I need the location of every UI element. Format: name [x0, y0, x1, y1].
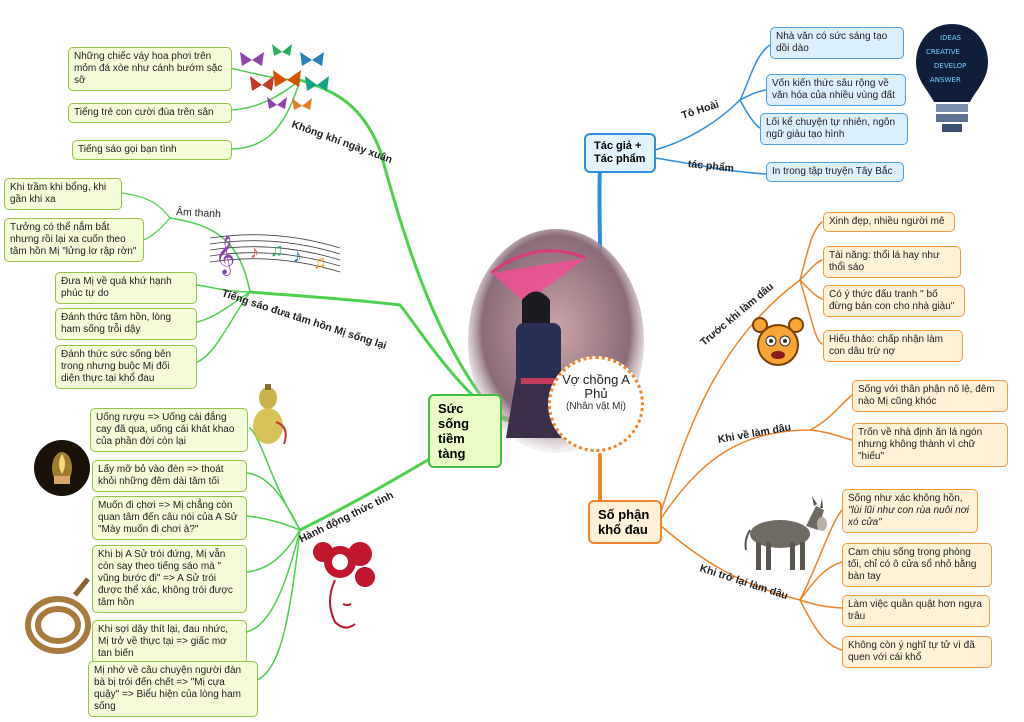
- svg-text:♪: ♪: [293, 246, 302, 266]
- node-th2[interactable]: Vốn kiến thức sâu rộng về văn hóa của nh…: [766, 74, 906, 106]
- node-kt3[interactable]: Làm việc quần quật hơn ngựa trâu: [842, 595, 990, 627]
- node-at2[interactable]: Tưởng có thể nắm bắt nhưng rồi lại xa cu…: [4, 218, 144, 262]
- node-hd4[interactable]: Khi bị A Sử trói đứng, Mị vẫn còn say th…: [92, 545, 247, 613]
- butterflies-icon: [240, 44, 329, 110]
- node-hd5[interactable]: Khi sợi dây thít lại, đau nhức, Mị trở v…: [92, 620, 247, 664]
- main-topic-tac-gia[interactable]: Tác giả + Tác phẩm: [584, 133, 656, 173]
- svg-text:♫: ♫: [270, 240, 284, 260]
- music-notes-icon: 𝄞 ♪ ♫ ♪ ♫: [209, 234, 341, 276]
- node-hd6[interactable]: Mị nhớ về câu chuyện người đàn bà bị tró…: [88, 661, 258, 717]
- node-tr3[interactable]: Có ý thức đấu tranh " bố đừng bán con ch…: [823, 285, 965, 317]
- node-th3[interactable]: Lối kể chuyện tự nhiên, ngôn ngữ giàu tạ…: [760, 113, 908, 145]
- svg-text:♪: ♪: [250, 242, 259, 262]
- node-kt2[interactable]: Cam chịu sống trong phòng tối, chỉ có ô …: [842, 543, 992, 587]
- node-kv1[interactable]: Sống với thân phận nô lệ, đêm nào Mị cũn…: [852, 380, 1008, 412]
- node-ts2[interactable]: Đánh thức tâm hồn, lòng ham sống trỗi dậ…: [55, 308, 197, 340]
- node-kk3[interactable]: Tiếng sáo gọi bạn tình: [72, 140, 232, 160]
- rope-icon: [25, 577, 91, 654]
- svg-text:IDEAS: IDEAS: [940, 34, 962, 42]
- main-topic-suc-song[interactable]: Sức sống tiềm tàng: [428, 394, 502, 468]
- node-tr2[interactable]: Tài năng: thổi lá hay như thổi sáo: [823, 246, 961, 278]
- svg-text:𝄞: 𝄞: [215, 236, 235, 276]
- flower-face-icon: [313, 542, 375, 629]
- node-th1[interactable]: Nhà văn có sức sáng tạo dồi dào: [770, 27, 904, 59]
- node-hd3[interactable]: Muốn đi chơi => Mị chẳng còn quan tâm đế…: [92, 496, 247, 540]
- node-hd2[interactable]: Lấy mỡ bỏ vào đèn => thoát khỏi những đê…: [92, 460, 247, 492]
- node-tr1[interactable]: Xinh đẹp, nhiều người mê: [823, 212, 955, 232]
- node-kt1[interactable]: Sống như xác không hồn, "lùi lũi như con…: [842, 489, 978, 533]
- donkey-icon: [744, 496, 827, 570]
- central-topic[interactable]: Vợ chồng A Phủ (Nhân vật Mị): [548, 356, 644, 452]
- node-kk1[interactable]: Những chiếc váy hoa phơi trên mỏm đá xòe…: [68, 47, 232, 91]
- node-hd1[interactable]: Uống rượu => Uống cái đắng cay đã qua, u…: [90, 408, 248, 452]
- svg-text:DEVELOP: DEVELOP: [934, 62, 966, 70]
- node-ts3[interactable]: Đánh thức sức sống bên trong nhưng buộc …: [55, 345, 197, 389]
- alarm-clock-icon: [752, 317, 804, 366]
- central-title: Vợ chồng A Phủ: [562, 372, 630, 401]
- candle-icon: [34, 440, 90, 496]
- node-kt1-quote: "lùi lũi như con rùa nuôi nơi xó cửa": [848, 505, 970, 528]
- central-subtitle: (Nhân vật Mị): [565, 401, 626, 412]
- node-tp1[interactable]: In trong tập truyện Tây Bắc: [766, 162, 904, 182]
- main-topic-so-phan[interactable]: Số phận khổ đau: [588, 500, 662, 544]
- node-at1[interactable]: Khi trầm khi bổng, khi gần khi xa: [4, 178, 122, 210]
- node-kt4[interactable]: Không còn ý nghĩ tự tử vì đã quen với cá…: [842, 636, 992, 668]
- node-tr4[interactable]: Hiếu thảo: chấp nhận làm con dâu trừ nợ: [823, 330, 963, 362]
- svg-text:ANSWER: ANSWER: [930, 76, 961, 84]
- svg-text:CREATIVE: CREATIVE: [926, 48, 960, 56]
- node-ts1[interactable]: Đưa Mị về quá khứ hạnh phúc tự do: [55, 272, 197, 304]
- node-kt1-text: Sống như xác không hồn,: [848, 493, 963, 504]
- lightbulb-icon: IDEAS CREATIVE DEVELOP ANSWER: [916, 24, 988, 132]
- node-kk2[interactable]: Tiếng trẻ con cười đùa trên sân: [68, 103, 232, 123]
- svg-text:♫: ♫: [313, 252, 327, 272]
- node-kv2[interactable]: Trốn về nhà định ăn lá ngón nhưng không …: [852, 423, 1008, 467]
- gourd-icon: [253, 384, 287, 445]
